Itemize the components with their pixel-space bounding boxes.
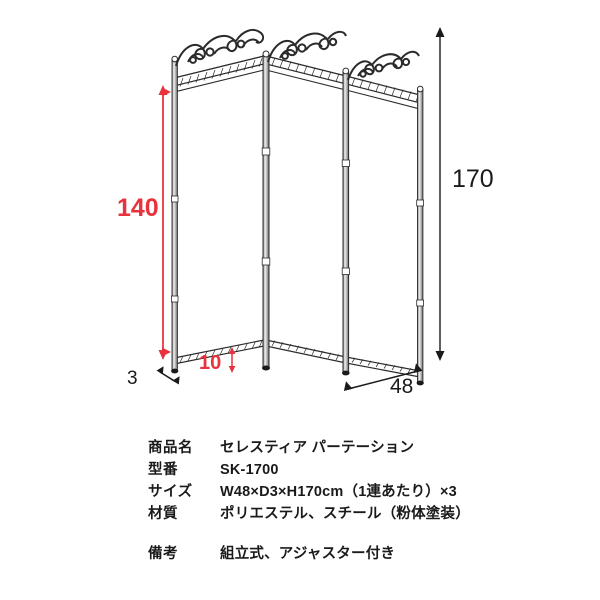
panel-right-post bbox=[416, 85, 424, 386]
dimension-label-10: 10 bbox=[199, 352, 222, 374]
spec-row-remarks: 備考 組立式、アジャスター付き bbox=[148, 543, 395, 565]
partition-screen-drawing bbox=[156, 27, 445, 392]
panel-left-scrollwork bbox=[175, 28, 265, 67]
panel-left-post bbox=[170, 55, 179, 374]
dimension-label-140: 140 bbox=[117, 194, 159, 222]
specification-table: 商品名 セレスティア パーテーション 型番 SK-1700 サイズ W48×D3×H1… bbox=[0, 425, 600, 600]
spec-label-model-number: 型番 bbox=[148, 462, 178, 478]
spec-row-size: サイズ W48×D3×H170cm（1連あたり）×3 bbox=[148, 481, 457, 503]
spec-value-material: ポリエステル、スチール（粉体塗装） bbox=[220, 506, 470, 522]
dimension-3 bbox=[156, 366, 180, 385]
dimension-label-48: 48 bbox=[390, 375, 414, 398]
panel-left-slats bbox=[178, 68, 260, 358]
spec-row-material: 材質 ポリエステル、スチール（粉体塗装） bbox=[148, 503, 470, 525]
dimension-170 bbox=[435, 27, 445, 361]
spec-row-model-number: 型番 SK-1700 bbox=[148, 459, 279, 481]
hinge-post-right bbox=[341, 67, 350, 376]
panel-center-slats bbox=[274, 74, 338, 358]
hinge-post-center bbox=[261, 50, 271, 371]
dimension-label-170: 170 bbox=[452, 165, 494, 193]
spec-value-remarks: 組立式、アジャスター付き bbox=[220, 546, 396, 562]
spec-value-product-name: セレスティア パーテーション bbox=[220, 440, 415, 456]
panel-right bbox=[341, 50, 424, 386]
dimension-10 bbox=[228, 347, 236, 373]
product-diagram: 140 10 3 170 48 bbox=[117, 27, 494, 398]
spec-value-size: W48×D3×H170cm（1連あたり）×3 bbox=[220, 484, 457, 500]
panel-right-slats bbox=[354, 92, 412, 364]
spec-row-product-name: 商品名 セレスティア パーテーション bbox=[148, 437, 414, 459]
spec-value-model-number: SK-1700 bbox=[220, 462, 279, 478]
dimension-label-3: 3 bbox=[127, 368, 138, 389]
spec-label-remarks: 備考 bbox=[148, 546, 178, 562]
spec-label-product-name: 商品名 bbox=[148, 440, 193, 456]
spec-label-material: 材質 bbox=[148, 506, 178, 522]
panel-center-scrollwork bbox=[267, 30, 347, 63]
dimension-48 bbox=[343, 363, 423, 392]
panel-left bbox=[170, 28, 265, 374]
dimension-140 bbox=[158, 85, 171, 360]
panel-center bbox=[261, 30, 347, 371]
spec-label-size: サイズ bbox=[148, 484, 193, 500]
panel-right-scrollwork bbox=[347, 50, 420, 81]
